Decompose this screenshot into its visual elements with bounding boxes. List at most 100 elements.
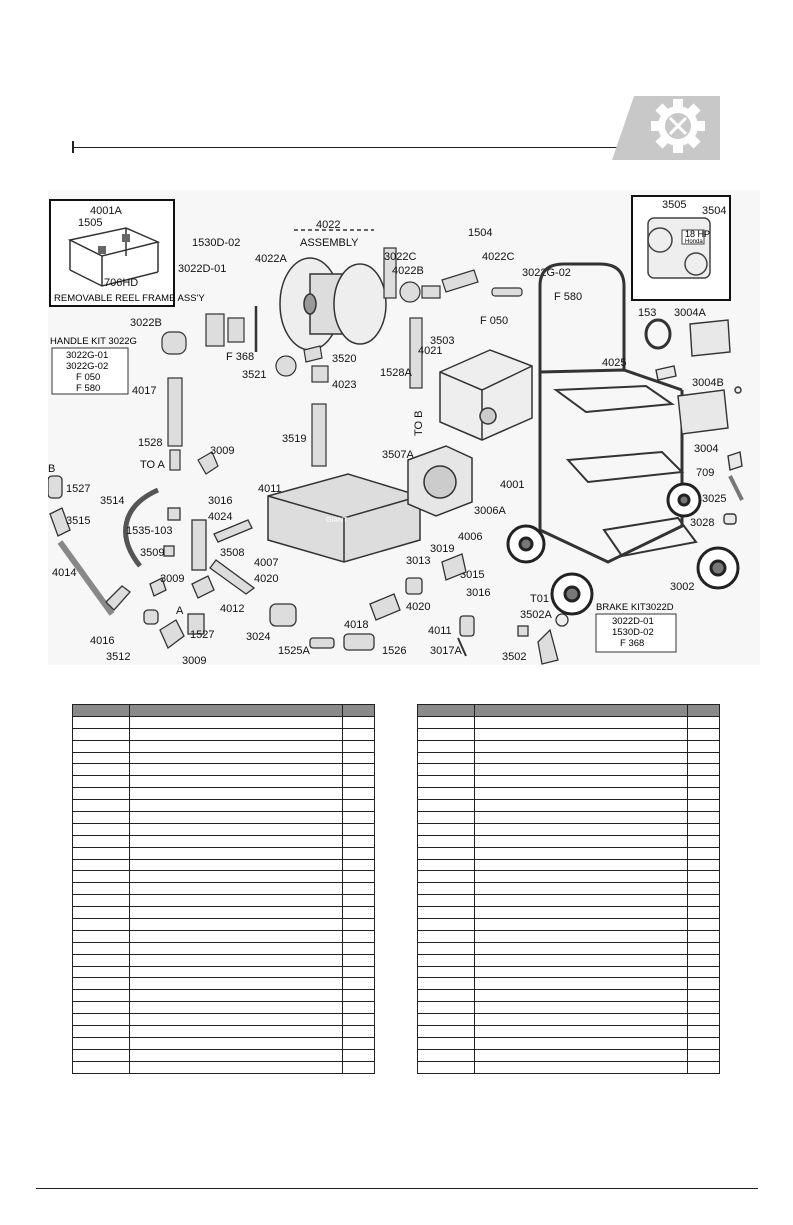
table-row [72, 977, 375, 991]
table-cell [417, 977, 475, 991]
table-cell [687, 870, 720, 884]
label-3502: 3502 [502, 651, 526, 663]
table-cell [129, 1025, 343, 1038]
table-row [417, 977, 720, 991]
table-row [72, 787, 375, 801]
table-cell [417, 846, 475, 860]
table-cell [474, 1060, 688, 1074]
cart-wheels [506, 482, 740, 616]
table-cell [474, 858, 688, 872]
fuel-tank-drawing [439, 349, 533, 441]
table-cell [687, 799, 720, 813]
table-cell [72, 941, 130, 955]
table-cell [474, 953, 688, 967]
table-cell [687, 1036, 720, 1050]
table-row [417, 1025, 720, 1038]
table-cell [417, 894, 475, 908]
table-header-row [417, 704, 720, 717]
table-cell [474, 929, 688, 943]
label-3004B: 3004B [692, 377, 724, 389]
table-cell [129, 894, 343, 908]
table-cell [342, 1036, 375, 1050]
table-cell [72, 858, 130, 872]
handle-kit-item: F 580 [76, 383, 100, 394]
table-row [417, 715, 720, 729]
table-cell [342, 715, 375, 729]
table-row [417, 953, 720, 967]
brake-kit-item: F 368 [620, 638, 644, 649]
table-cell [687, 989, 720, 1003]
battery-parts [644, 318, 744, 525]
label-1527: 1527 [66, 483, 90, 495]
table-cell [72, 918, 130, 931]
table-header-cell [687, 704, 720, 717]
table-cell [417, 870, 475, 884]
table-cell [687, 1013, 720, 1027]
label-3016: 3016 [208, 495, 232, 507]
label-4018: 4018 [344, 619, 368, 631]
label-3004A: 3004A [674, 307, 706, 319]
table-cell [342, 858, 375, 872]
table-row [72, 906, 375, 920]
label-1528A: 1528A [380, 367, 412, 379]
table-cell [474, 811, 688, 824]
label-1528: 1528 [138, 437, 162, 449]
label-1535-103: 1535-103 [126, 525, 173, 537]
table-cell [342, 929, 375, 943]
label-3507A: 3507A [382, 449, 414, 461]
handle-kit-item: F 050 [76, 372, 100, 383]
table-cell [342, 811, 375, 824]
brake-kit-box: BRAKE KIT3022D 3022D-01 1530D-02 F 368 [595, 602, 677, 653]
label-1526: 1526 [382, 645, 406, 657]
table-cell [417, 715, 475, 729]
pump-brand-label: GIANT [326, 517, 348, 524]
table-row [72, 1001, 375, 1015]
header-rule [72, 147, 620, 148]
table-cell [417, 799, 475, 813]
table-cell [72, 727, 130, 741]
table-cell [417, 989, 475, 1003]
table-cell [687, 1048, 720, 1062]
label-3009: 3009 [210, 445, 234, 457]
table-cell [129, 882, 343, 896]
label-3022B: 3022B [130, 317, 162, 329]
table-cell [129, 929, 343, 943]
table-row [417, 727, 720, 741]
table-cell [342, 989, 375, 1003]
label-4021: 4021 [418, 345, 442, 357]
table-cell [129, 953, 343, 967]
label-4014: 4014 [52, 567, 76, 579]
label-4023: 4023 [332, 379, 356, 391]
table-cell [474, 787, 688, 801]
table-cell [687, 727, 720, 741]
table-cell [72, 870, 130, 884]
table-cell [417, 1001, 475, 1015]
table-cell [417, 739, 475, 753]
brake-kit-item: 3022D-01 [612, 616, 654, 627]
table-cell [474, 763, 688, 777]
table-row [417, 739, 720, 753]
table-cell [687, 787, 720, 801]
table-cell [417, 775, 475, 789]
table-cell [342, 727, 375, 741]
table-row [72, 1025, 375, 1038]
table-cell [129, 799, 343, 813]
table-cell [474, 1001, 688, 1015]
table-row [72, 846, 375, 860]
table-row [72, 989, 375, 1003]
label-3512: 3512 [106, 651, 130, 663]
exploded-parts-diagram: 4001A 1505 706HD REMOVABLE REEL FRAME AS… [48, 190, 760, 665]
label-4020: 4020 [406, 601, 430, 613]
table-cell [474, 1036, 688, 1050]
table-cell [417, 1036, 475, 1050]
table-row [72, 727, 375, 741]
table-cell [72, 1060, 130, 1074]
label-3025: 3025 [702, 493, 726, 505]
table-cell [342, 834, 375, 848]
table-cell [687, 775, 720, 789]
table-cell [129, 715, 343, 729]
table-cell [474, 775, 688, 789]
table-row [72, 858, 375, 872]
table-cell [72, 882, 130, 896]
table-row [417, 882, 720, 896]
